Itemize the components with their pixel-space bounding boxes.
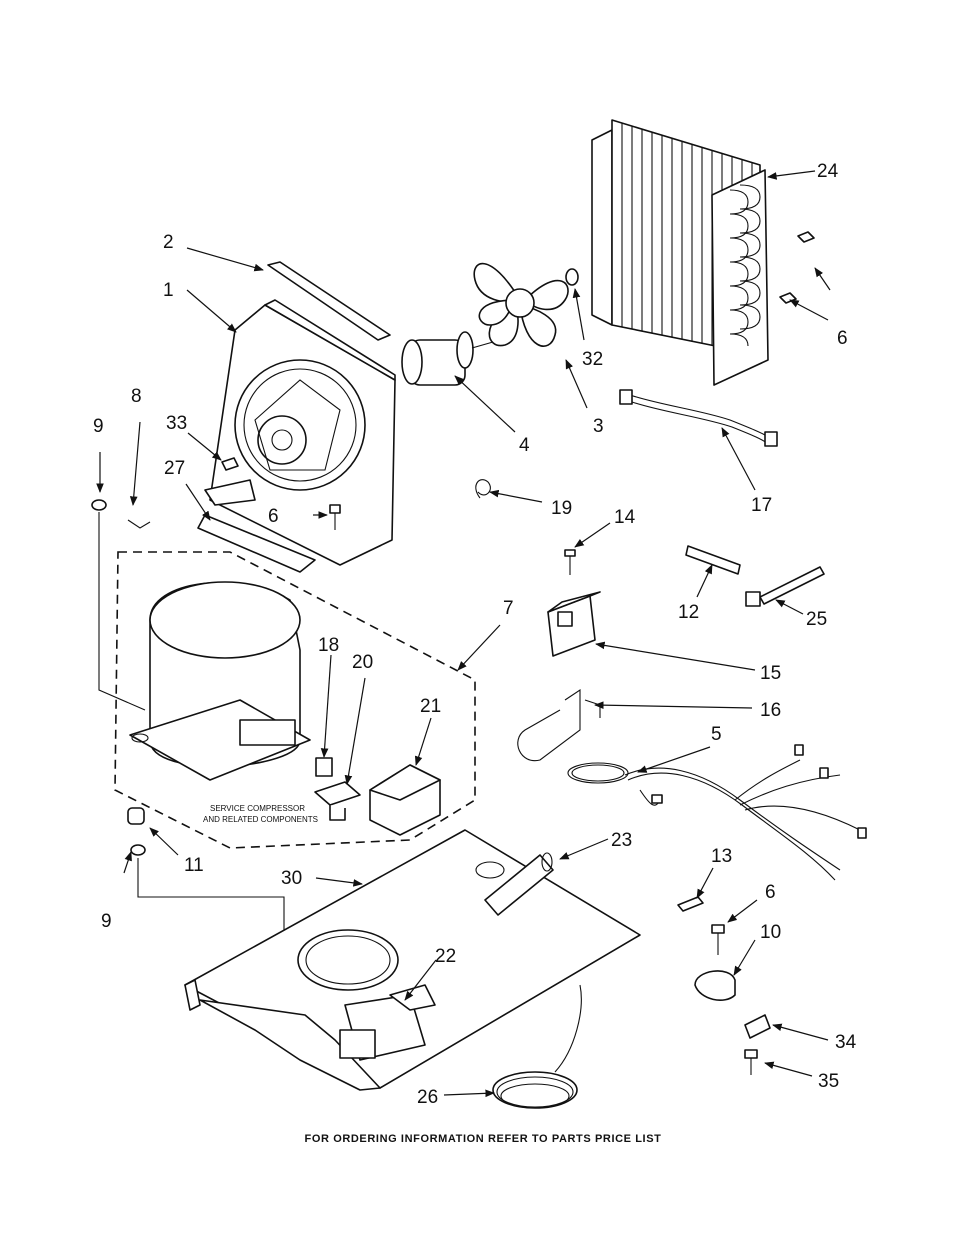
washer-part-9b: [91, 499, 107, 511]
service-compressor-group-outline: [114, 551, 476, 849]
callout-12: 12: [678, 602, 699, 623]
callout-24: 24: [817, 161, 839, 182]
wire-harness-part-17: [629, 394, 776, 441]
callout-11: 11: [184, 855, 204, 876]
relay-part-15: [547, 591, 601, 657]
cable-tie-part-25: [745, 566, 825, 607]
clip-part-19: [475, 479, 491, 499]
callout-22: 22: [435, 946, 456, 967]
screw-part-33: [221, 457, 239, 471]
callout-8: 8: [131, 386, 142, 407]
footer-note: FOR ORDERING INFORMATION REFER TO PARTS …: [305, 1133, 662, 1145]
callout-labels: 1 2 3 4 5 6 6 6 7 8 9 9 10 11 12 13 14 1…: [93, 161, 857, 1108]
callout-26: 26: [417, 1087, 438, 1108]
terminal-cover-part-21: [369, 764, 441, 836]
callout-10: 10: [760, 922, 781, 943]
callout-30: 30: [281, 868, 302, 889]
screw-part-6: [779, 231, 815, 304]
condenser-part: [591, 119, 769, 386]
base-pan-part-30: [184, 829, 641, 1091]
tube-part-12: [685, 545, 741, 575]
callout-6a: 6: [837, 328, 848, 349]
callout-2: 2: [163, 232, 174, 253]
callout-21: 21: [420, 696, 441, 717]
screw-part-6a: [329, 504, 341, 514]
overload-part-18: [315, 757, 333, 777]
screw-part-6b: [711, 924, 725, 934]
compressor-part-7: [129, 581, 311, 781]
gasket-strip-part: [267, 261, 391, 341]
callout-18: 18: [318, 635, 339, 656]
callout-17: 17: [751, 495, 772, 516]
callout-9b: 9: [101, 911, 112, 932]
callout-23: 23: [611, 830, 632, 851]
assembly-line-11: [137, 858, 285, 955]
callout-20: 20: [352, 652, 373, 673]
callout-1: 1: [163, 280, 174, 301]
callout-5: 5: [711, 724, 722, 745]
assembly-line-9: [98, 512, 146, 711]
callout-35: 35: [818, 1071, 839, 1092]
service-note-line1: SERVICE COMPRESSOR: [210, 804, 305, 813]
washer-part-9a: [130, 844, 146, 856]
grommet-part-11: [127, 807, 145, 825]
callout-32: 32: [582, 349, 603, 370]
callout-6c: 6: [765, 882, 776, 903]
condenser-motor-part: [401, 331, 501, 386]
callout-13: 13: [711, 846, 732, 867]
callout-25: 25: [806, 609, 827, 630]
start-relay-part-20: [314, 781, 361, 821]
callout-16: 16: [760, 700, 781, 721]
filter-drier-part-23: [484, 852, 554, 916]
callout-34: 34: [835, 1032, 857, 1053]
screw-part-13: [677, 896, 704, 912]
fan-blade-part: [473, 262, 569, 347]
leader-lines: [96, 170, 831, 1098]
callout-15: 15: [760, 663, 781, 684]
washer-part-32: [565, 268, 579, 286]
callout-4: 4: [519, 435, 530, 456]
bracket-part-16: [517, 688, 581, 762]
clamp-part-10: [694, 970, 736, 1001]
callout-19: 19: [551, 498, 572, 519]
clip-part-34: [744, 1014, 771, 1039]
fan-shroud-part: [197, 299, 396, 573]
service-note-line2: AND RELATED COMPONENTS: [203, 815, 318, 824]
callout-3: 3: [593, 416, 604, 437]
callout-7: 7: [503, 598, 514, 619]
callout-33: 33: [166, 413, 187, 434]
callout-9a: 9: [93, 416, 104, 437]
screw-part-35: [744, 1049, 758, 1059]
clip-part-8: [127, 519, 151, 529]
coil-tube-part-26: [492, 984, 582, 1109]
callout-14: 14: [614, 507, 636, 528]
screw-part-14: [564, 549, 576, 557]
callout-27: 27: [164, 458, 185, 479]
callout-6b: 6: [268, 506, 279, 527]
